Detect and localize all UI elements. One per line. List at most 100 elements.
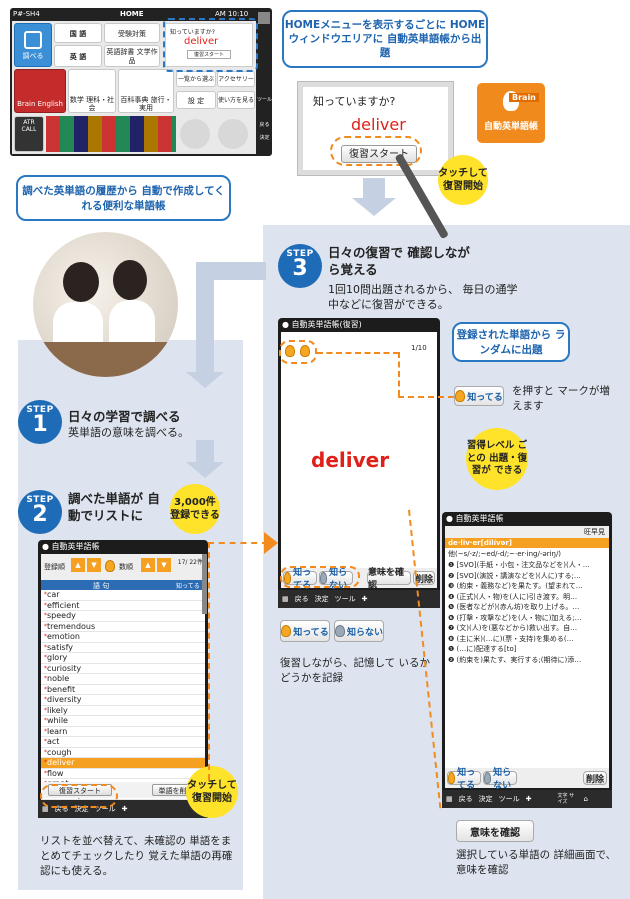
- list-item[interactable]: *while: [41, 716, 205, 727]
- tile-howto[interactable]: 使い方を見る: [217, 91, 255, 109]
- footer-font-size[interactable]: 文字 サイズ: [557, 793, 575, 805]
- tile-exam[interactable]: 受験対策: [104, 23, 160, 43]
- footer-enter[interactable]: 決定: [478, 795, 493, 803]
- sort-down-button-2[interactable]: ▼: [157, 558, 171, 572]
- footer-back[interactable]: 戻る: [458, 795, 473, 803]
- list-item[interactable]: *noble: [41, 674, 205, 685]
- list-item[interactable]: *flow: [41, 769, 205, 779]
- button-label: 知ってる: [293, 627, 329, 638]
- record-know-button[interactable]: 知ってる: [280, 620, 330, 642]
- side-enter[interactable]: 決定: [259, 135, 270, 141]
- detail-delete-button[interactable]: 削除: [583, 771, 607, 785]
- tile-atr-call[interactable]: ATR CALL: [14, 116, 44, 152]
- footer-back[interactable]: 戻る: [54, 805, 69, 813]
- lightbulb-icon: [281, 625, 292, 637]
- check-meaning-button[interactable]: 意味を確認: [456, 820, 534, 842]
- list-item[interactable]: *satisfy: [41, 643, 205, 653]
- tile-accessory[interactable]: アクセサリー: [217, 71, 255, 87]
- footer-back[interactable]: 戻る: [294, 595, 309, 603]
- list-item[interactable]: *speedy: [41, 611, 205, 622]
- tile-english-dict[interactable]: 英語辞書 文学作品: [104, 45, 160, 67]
- detail-know-button[interactable]: 知ってる: [447, 768, 481, 791]
- tile-encyclopedia[interactable]: 百科事典 旅行・実用: [118, 69, 174, 113]
- side-back[interactable]: 戻る: [259, 122, 270, 128]
- button-label: 意味を確認: [470, 827, 520, 839]
- list-item[interactable]: *car: [41, 590, 205, 601]
- detail-dont-know-button[interactable]: 知らない: [483, 768, 517, 791]
- asterisk-icon: *: [44, 685, 47, 693]
- footer-dpad-icon[interactable]: ✚: [525, 795, 532, 803]
- app-icon-label: 自動英単語帳: [483, 122, 538, 132]
- tile-search[interactable]: 調べる: [14, 23, 52, 67]
- list-item-word: car: [47, 590, 60, 599]
- tile-list-select[interactable]: 一覧から選ぶ: [176, 71, 216, 87]
- app-icon[interactable]: Brain 自動英単語帳: [477, 83, 545, 143]
- status-left: P#-SH4: [13, 10, 40, 18]
- sort-down-button-1[interactable]: ▼: [87, 558, 101, 572]
- footer-enter[interactable]: 決定: [314, 595, 329, 603]
- footer-menu-icon[interactable]: ▦: [446, 795, 453, 803]
- tile-label: Brain English: [17, 100, 63, 108]
- detail-headword: de·liv·er[dilívər]: [445, 538, 609, 548]
- lightbulb-icon: [285, 345, 295, 357]
- sort-up-button-1[interactable]: ▲: [71, 558, 85, 572]
- sort-up-button-2[interactable]: ▲: [141, 558, 155, 572]
- record-dont-know-button[interactable]: 知らない: [334, 620, 384, 642]
- list-screen: ● 自動英単語帳 登録順 ▲ ▼ 数順 ▲ ▼ 17/ 22件 語 句 知ってる…: [38, 540, 208, 818]
- home-quiz-button[interactable]: 復習スタート: [187, 50, 231, 59]
- list-item[interactable]: *benefit: [41, 684, 205, 695]
- detail-body: 旺早見 de·liv·er[dilívər] 他(~s/-z/;~ed/-d/;…: [445, 526, 609, 791]
- list-item[interactable]: *diversity: [41, 695, 205, 706]
- list-scrollbar[interactable]: [202, 554, 207, 614]
- asterisk-icon: *: [44, 601, 47, 609]
- list-item[interactable]: *glory: [41, 653, 205, 664]
- footer-tool[interactable]: ツール: [334, 595, 356, 603]
- press-know-button[interactable]: 知ってる: [454, 386, 504, 406]
- step-number: 1: [32, 412, 48, 437]
- tile-japanese[interactable]: 国 語: [54, 23, 102, 43]
- list-item[interactable]: *tremendous: [41, 621, 205, 632]
- footer-tool[interactable]: ツール: [94, 805, 116, 813]
- favorite-slot-1[interactable]: [180, 119, 210, 149]
- sort-count-label: 数順: [119, 563, 133, 571]
- tile-english[interactable]: 英 語: [54, 45, 102, 67]
- list-item[interactable]: *emotion: [41, 632, 205, 643]
- footer-tool[interactable]: ツール: [498, 795, 520, 803]
- lightbulb-off-icon: [320, 572, 328, 584]
- detail-footer: ▦ 戻る 決定 ツール ✚ 文字 サイズ ⌂: [442, 790, 612, 808]
- asterisk-icon: *: [44, 727, 47, 735]
- tile-settings[interactable]: 設 定: [176, 91, 216, 109]
- tile-label: ATR CALL: [21, 119, 37, 133]
- zoom-card: 知っていますか? deliver 復習スタート: [298, 82, 453, 175]
- tile-math-science[interactable]: 数学 理科・社会: [68, 69, 116, 113]
- list-item[interactable]: *curiosity: [41, 664, 205, 674]
- asterisk-icon: *: [44, 696, 47, 703]
- left-callout: 調べた英単語の履歴から 自動で作成してくれる便利な単語帳: [16, 175, 231, 221]
- tile-label: 一覧から選ぶ: [177, 76, 214, 83]
- list-item[interactable]: *act: [41, 737, 205, 748]
- home-icon[interactable]: ⌂: [583, 795, 588, 803]
- footer-dpad-icon[interactable]: ✚: [121, 805, 128, 813]
- footer-dpad-icon[interactable]: ✚: [361, 595, 368, 603]
- top-callout-text: HOMEメニューを表示するごとに HOMEウィンドウエリアに 自動英単語帳から出…: [284, 19, 486, 59]
- list-item[interactable]: *efficient: [41, 601, 205, 611]
- list-item-word: learn: [47, 726, 68, 736]
- footer-menu-icon[interactable]: ▦: [42, 805, 49, 813]
- list-item[interactable]: *deliver: [41, 758, 205, 769]
- review-delete-button[interactable]: 削除: [413, 571, 435, 585]
- list-item-word: benefit: [47, 684, 76, 694]
- home-icon[interactable]: [258, 12, 270, 24]
- record-caption: 復習しながら、記憶して いるかどうかを記録: [280, 657, 431, 684]
- favorite-slot-2[interactable]: [218, 119, 248, 149]
- list-item[interactable]: *cough: [41, 748, 205, 758]
- footer-menu-icon[interactable]: ▦: [282, 595, 289, 603]
- side-tool[interactable]: ツール: [257, 97, 273, 103]
- step-word: STEP: [26, 405, 54, 415]
- review-check-meaning-button[interactable]: 意味を確認: [367, 568, 411, 591]
- list-item[interactable]: *learn: [41, 726, 205, 737]
- footer-enter[interactable]: 決定: [74, 805, 89, 813]
- list-item-word: tremendous: [47, 621, 96, 631]
- list-item[interactable]: *likely: [41, 706, 205, 716]
- review-buttons-highlight: [280, 566, 360, 588]
- tile-brain-english[interactable]: Brain English: [14, 69, 66, 113]
